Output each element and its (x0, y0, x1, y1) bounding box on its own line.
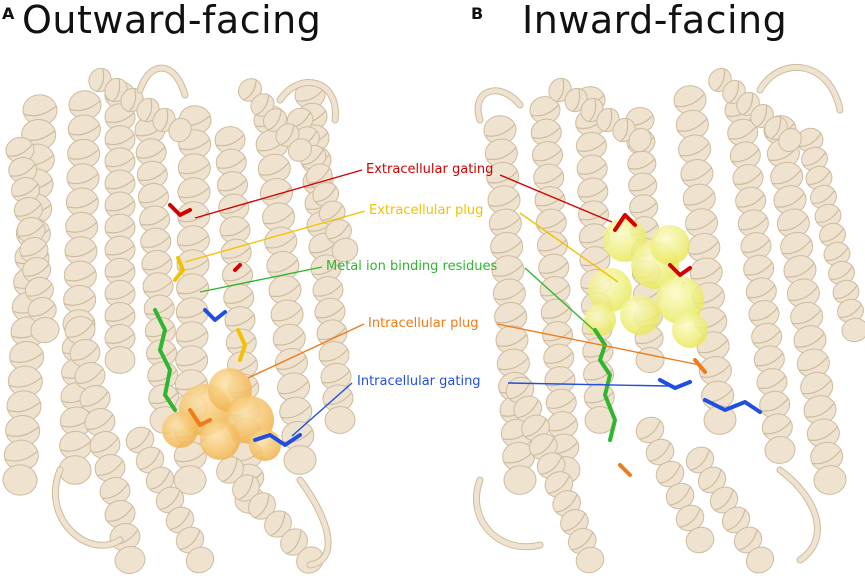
stick-b-gating-2 (668, 263, 692, 277)
helix-a-3 (134, 116, 181, 434)
orange-plug-sphere-3 (200, 420, 240, 460)
helix-a-9 (64, 316, 146, 574)
helix-b-12 (708, 68, 802, 152)
panel-a-letter: A (2, 4, 15, 23)
helix-a-11 (216, 456, 324, 574)
plug-surfaces (162, 218, 708, 461)
leader-a-extracellular-gating (194, 169, 363, 219)
stick-a-gating-2 (233, 263, 242, 272)
leader-a-extracellular-plug (184, 210, 366, 263)
residue-sticks (153, 203, 762, 477)
helix-a-14 (238, 78, 312, 162)
stick-b-plug-2 (618, 463, 632, 477)
helix-ribbons-inward (472, 63, 865, 574)
stick-b-extracellular-gating (613, 213, 637, 232)
helix-a-8 (5, 136, 60, 344)
helix-b-10 (796, 127, 865, 343)
callout-extracellular-gating: Extracellular gating (366, 162, 494, 177)
helix-a-13 (88, 67, 192, 143)
leader-b-extracellular-gating (499, 174, 613, 223)
helix-b-5 (724, 96, 796, 464)
stick-a-gating-upper (203, 308, 227, 322)
leader-a-intracellular-plug (247, 323, 365, 379)
leader-b-extracellular-plug (519, 212, 619, 283)
orange-plug-sphere-4 (162, 412, 198, 448)
panel-b-letter: B (471, 4, 484, 23)
stick-b-intracellular-gating (658, 378, 692, 390)
leader-a-intracellular-gating (291, 382, 353, 437)
yellow-plug-sphere-3 (656, 276, 704, 324)
panel-a-title: Outward-facing (22, 0, 322, 42)
callout-extracellular-plug: Extracellular plug (369, 203, 484, 218)
helix-a-2 (104, 81, 136, 374)
stick-b-metal-binding (593, 328, 617, 442)
helix-b-8 (635, 416, 715, 554)
yellow-plug-sphere-6 (584, 304, 616, 336)
helix-a-4 (173, 105, 212, 495)
yellow-plug-sphere-7 (672, 312, 708, 348)
stick-a-intracellular-plug (188, 408, 212, 427)
stick-b-gating-3 (703, 398, 762, 414)
stick-a-extracellular-gating (168, 203, 192, 217)
orange-plug-sphere-5 (249, 429, 281, 461)
callout-intracellular-plug: Intracellular plug (368, 316, 479, 331)
panel-b-title: Inward-facing (522, 0, 788, 42)
stick-a-intracellular-gating (253, 433, 302, 447)
stick-a-extracellular-plug-2 (236, 328, 247, 362)
helix-b-11 (548, 77, 652, 153)
helix-a-10 (125, 426, 215, 574)
helix-ribbons-outward (2, 64, 359, 574)
leader-a-metal-binding (199, 266, 323, 293)
leader-b-intracellular-gating (507, 382, 669, 387)
yellow-plug-sphere-2 (588, 268, 632, 312)
helix-b-9 (685, 446, 775, 574)
callout-leader-lines (184, 169, 701, 437)
yellow-plug-sphere-5 (650, 225, 690, 265)
helix-b-0 (483, 115, 537, 495)
stick-b-intracellular-plug (693, 358, 707, 374)
stick-a-extracellular-plug (173, 256, 185, 282)
leader-b-metal-binding (524, 267, 597, 333)
helix-b-7 (505, 376, 605, 574)
callout-intracellular-gating: Intracellular gating (357, 374, 481, 389)
leader-b-intracellular-plug (496, 323, 701, 366)
yellow-plug-sphere-4 (620, 295, 660, 335)
stick-a-metal-binding (153, 308, 177, 412)
callout-metal-ion-binding-residues: Metal ion binding residues (326, 259, 498, 274)
